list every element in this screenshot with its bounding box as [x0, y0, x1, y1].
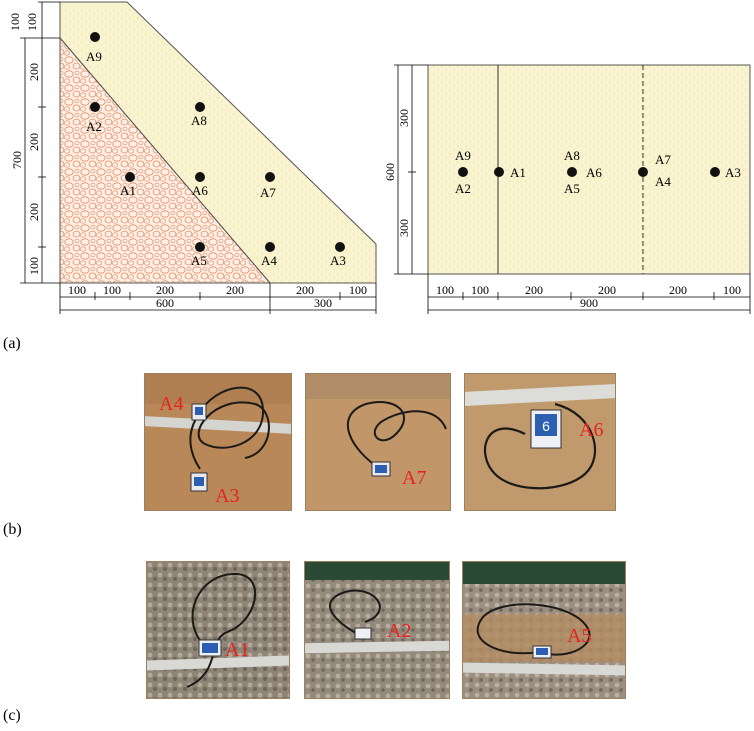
photo-sensor-A1: A1 — [146, 561, 290, 699]
section-width-dim-6: 100 — [349, 283, 367, 297]
ruler — [465, 383, 615, 407]
photo-tag-A1: A1 — [225, 639, 249, 661]
ruler — [145, 415, 291, 435]
cable — [476, 603, 591, 656]
sensor-layout-diagram: 100 100 200 200 200 100 700 100 100 200 … — [8, 1, 751, 314]
ruler — [463, 662, 625, 676]
section-height-dim-5: 200 — [27, 203, 41, 221]
plan-sensor-A1 — [494, 167, 504, 177]
sensor-A4: A4 — [261, 242, 277, 268]
tarp — [305, 562, 449, 580]
photo-tag-A5: A5 — [567, 625, 591, 647]
sensor-A1: A1 — [120, 172, 136, 198]
plan-view: 300 300 600 100 100 200 200 200 100 900 … — [383, 64, 751, 314]
plan-sensor-A7-A4 — [638, 167, 648, 177]
plan-label-A9: A9 — [455, 148, 471, 163]
photo-tag-A6: A6 — [579, 419, 603, 441]
svg-text:A1: A1 — [120, 183, 136, 198]
plan-width-dim-3: 200 — [525, 283, 543, 297]
plan-sensor-A9-A2 — [458, 167, 468, 177]
svg-text:A2: A2 — [86, 119, 102, 134]
section-width-dim-4: 200 — [226, 283, 244, 297]
sensor-box — [354, 627, 372, 640]
plan-height-dim-2: 300 — [397, 219, 411, 237]
panel-label-a: (a) — [3, 335, 21, 352]
photo-tag-A7: A7 — [402, 467, 426, 489]
plan-label-A5: A5 — [564, 181, 580, 196]
sensor-A9: A9 — [86, 32, 102, 64]
svg-text:A6: A6 — [192, 183, 208, 198]
sensor-A5: A5 — [191, 242, 207, 268]
svg-text:A3: A3 — [330, 253, 346, 268]
panel-label-b: (b) — [3, 521, 22, 538]
plan-width-total: 900 — [580, 296, 598, 310]
plan-sand-area — [427, 64, 751, 275]
sensor-A8: A8 — [191, 102, 207, 128]
plan-width-dim-4: 200 — [598, 283, 616, 297]
photo-sensors-A4-A3: A4 A3 — [144, 373, 292, 511]
section-height-dim-4: 200 — [27, 133, 41, 151]
cable — [483, 402, 597, 490]
photo-sensor-A2: A2 — [304, 561, 450, 699]
photo-sensor-A5: A5 — [462, 561, 626, 699]
photo-sensor-A7: A7 — [305, 373, 451, 511]
svg-text:A4: A4 — [261, 253, 277, 268]
plan-sensor-A8-A5-A6 — [567, 167, 577, 177]
svg-text:A9: A9 — [86, 49, 102, 64]
rockfill-region — [59, 36, 272, 284]
section-height-total: 700 — [10, 151, 24, 169]
section-width-dim-1: 100 — [68, 283, 86, 297]
plan-width-dim-6: 100 — [723, 283, 741, 297]
panel-label-c: (c) — [3, 707, 21, 724]
section-width-dim-3: 200 — [156, 283, 174, 297]
tarp — [463, 562, 625, 584]
sensor-A2: A2 — [86, 102, 102, 134]
section-width-group-2: 300 — [314, 296, 332, 310]
cable — [347, 401, 447, 467]
photo-tag-A3: A3 — [215, 485, 239, 507]
section-height-dim-2: 100 — [8, 13, 22, 31]
cable — [329, 589, 381, 637]
photo-tag-A4: A4 — [159, 393, 183, 415]
sensor-A7: A7 — [260, 172, 276, 200]
plan-label-A4: A4 — [655, 174, 671, 189]
plan-width-dim-1: 100 — [436, 283, 454, 297]
plan-height-total: 600 — [383, 163, 397, 181]
plan-width-dim-2: 100 — [471, 283, 489, 297]
ruler — [147, 655, 289, 671]
section-width-group-1: 600 — [156, 296, 174, 310]
svg-text:A5: A5 — [191, 253, 207, 268]
sensor-number: 6 — [542, 418, 550, 434]
photo-tag-A2: A2 — [387, 620, 411, 642]
svg-text:A8: A8 — [191, 113, 207, 128]
section-height-dim-3: 200 — [27, 63, 41, 81]
section-width-dim-5: 200 — [296, 283, 314, 297]
plan-height-dim-1: 300 — [397, 109, 411, 127]
plan-label-A2: A2 — [455, 181, 471, 196]
sensor-A6: A6 — [192, 172, 208, 198]
section-width-dim-2: 100 — [103, 283, 121, 297]
plan-label-A1: A1 — [510, 165, 526, 180]
svg-text:A7: A7 — [260, 185, 276, 200]
photo-sensor-A6: 6 A6 — [464, 373, 616, 511]
cable — [197, 386, 270, 459]
ruler — [305, 640, 449, 654]
plan-label-A6: A6 — [586, 165, 602, 180]
section-height-dim-6: 100 — [27, 257, 41, 275]
plan-label-A7: A7 — [655, 152, 671, 167]
plan-width-dim-5: 200 — [669, 283, 687, 297]
plan-label-A3: A3 — [725, 165, 741, 180]
section-height-dim-1: 100 — [25, 13, 39, 31]
sensor-A3: A3 — [330, 242, 346, 268]
plan-sensor-A3 — [710, 167, 720, 177]
plan-label-A8: A8 — [564, 148, 580, 163]
section-view: 100 100 200 200 200 100 700 100 100 200 … — [8, 1, 377, 314]
